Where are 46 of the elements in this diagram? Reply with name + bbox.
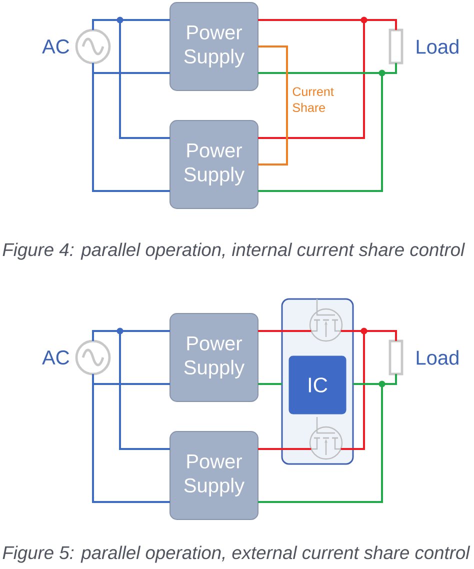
ac-source-symbol [75,28,111,64]
wire [258,46,288,166]
component-label: Load [416,350,458,365]
component-label: Load [416,39,458,54]
wire [119,331,170,450]
wire [258,72,382,74]
wire [364,330,397,341]
ac-source-symbol [75,340,111,376]
power-supply-box: Power Supply [170,313,258,402]
resistor-symbol [388,340,404,376]
component-label: AC [42,39,70,54]
wire [258,73,383,192]
wire [120,19,170,21]
power-supply-box: Power Supply [170,2,258,91]
resistor-symbol [388,28,404,64]
wire [382,374,397,385]
wire [340,330,364,332]
wire [258,20,365,139]
transistor-symbol [309,299,343,342]
wire [258,19,364,21]
wire [92,330,120,341]
wire [364,19,397,30]
figure-caption: Figure 4: parallel operation, internal current share control [2,242,465,260]
transistor-symbol [309,417,343,460]
wire [92,384,170,503]
wire [92,73,170,192]
ic-chip-box: IC [288,356,346,414]
wire [382,63,397,74]
wire [258,448,312,450]
wire [258,383,282,385]
wire [340,331,365,450]
figure-caption: Figure 5: parallel operation, external current share control [2,546,470,563]
wire [119,20,170,139]
power-supply-box: Power Supply [170,120,258,209]
wire [258,330,312,332]
wire [92,63,94,73]
edge-label: Current Share [291,86,340,114]
component-label: AC [42,350,70,365]
wire [353,383,382,385]
wire [258,384,383,503]
wire [92,374,94,384]
power-supply-box: Power Supply [170,431,258,520]
wire [93,72,170,74]
wire [93,383,170,385]
wire [92,19,120,30]
wire [120,330,170,332]
